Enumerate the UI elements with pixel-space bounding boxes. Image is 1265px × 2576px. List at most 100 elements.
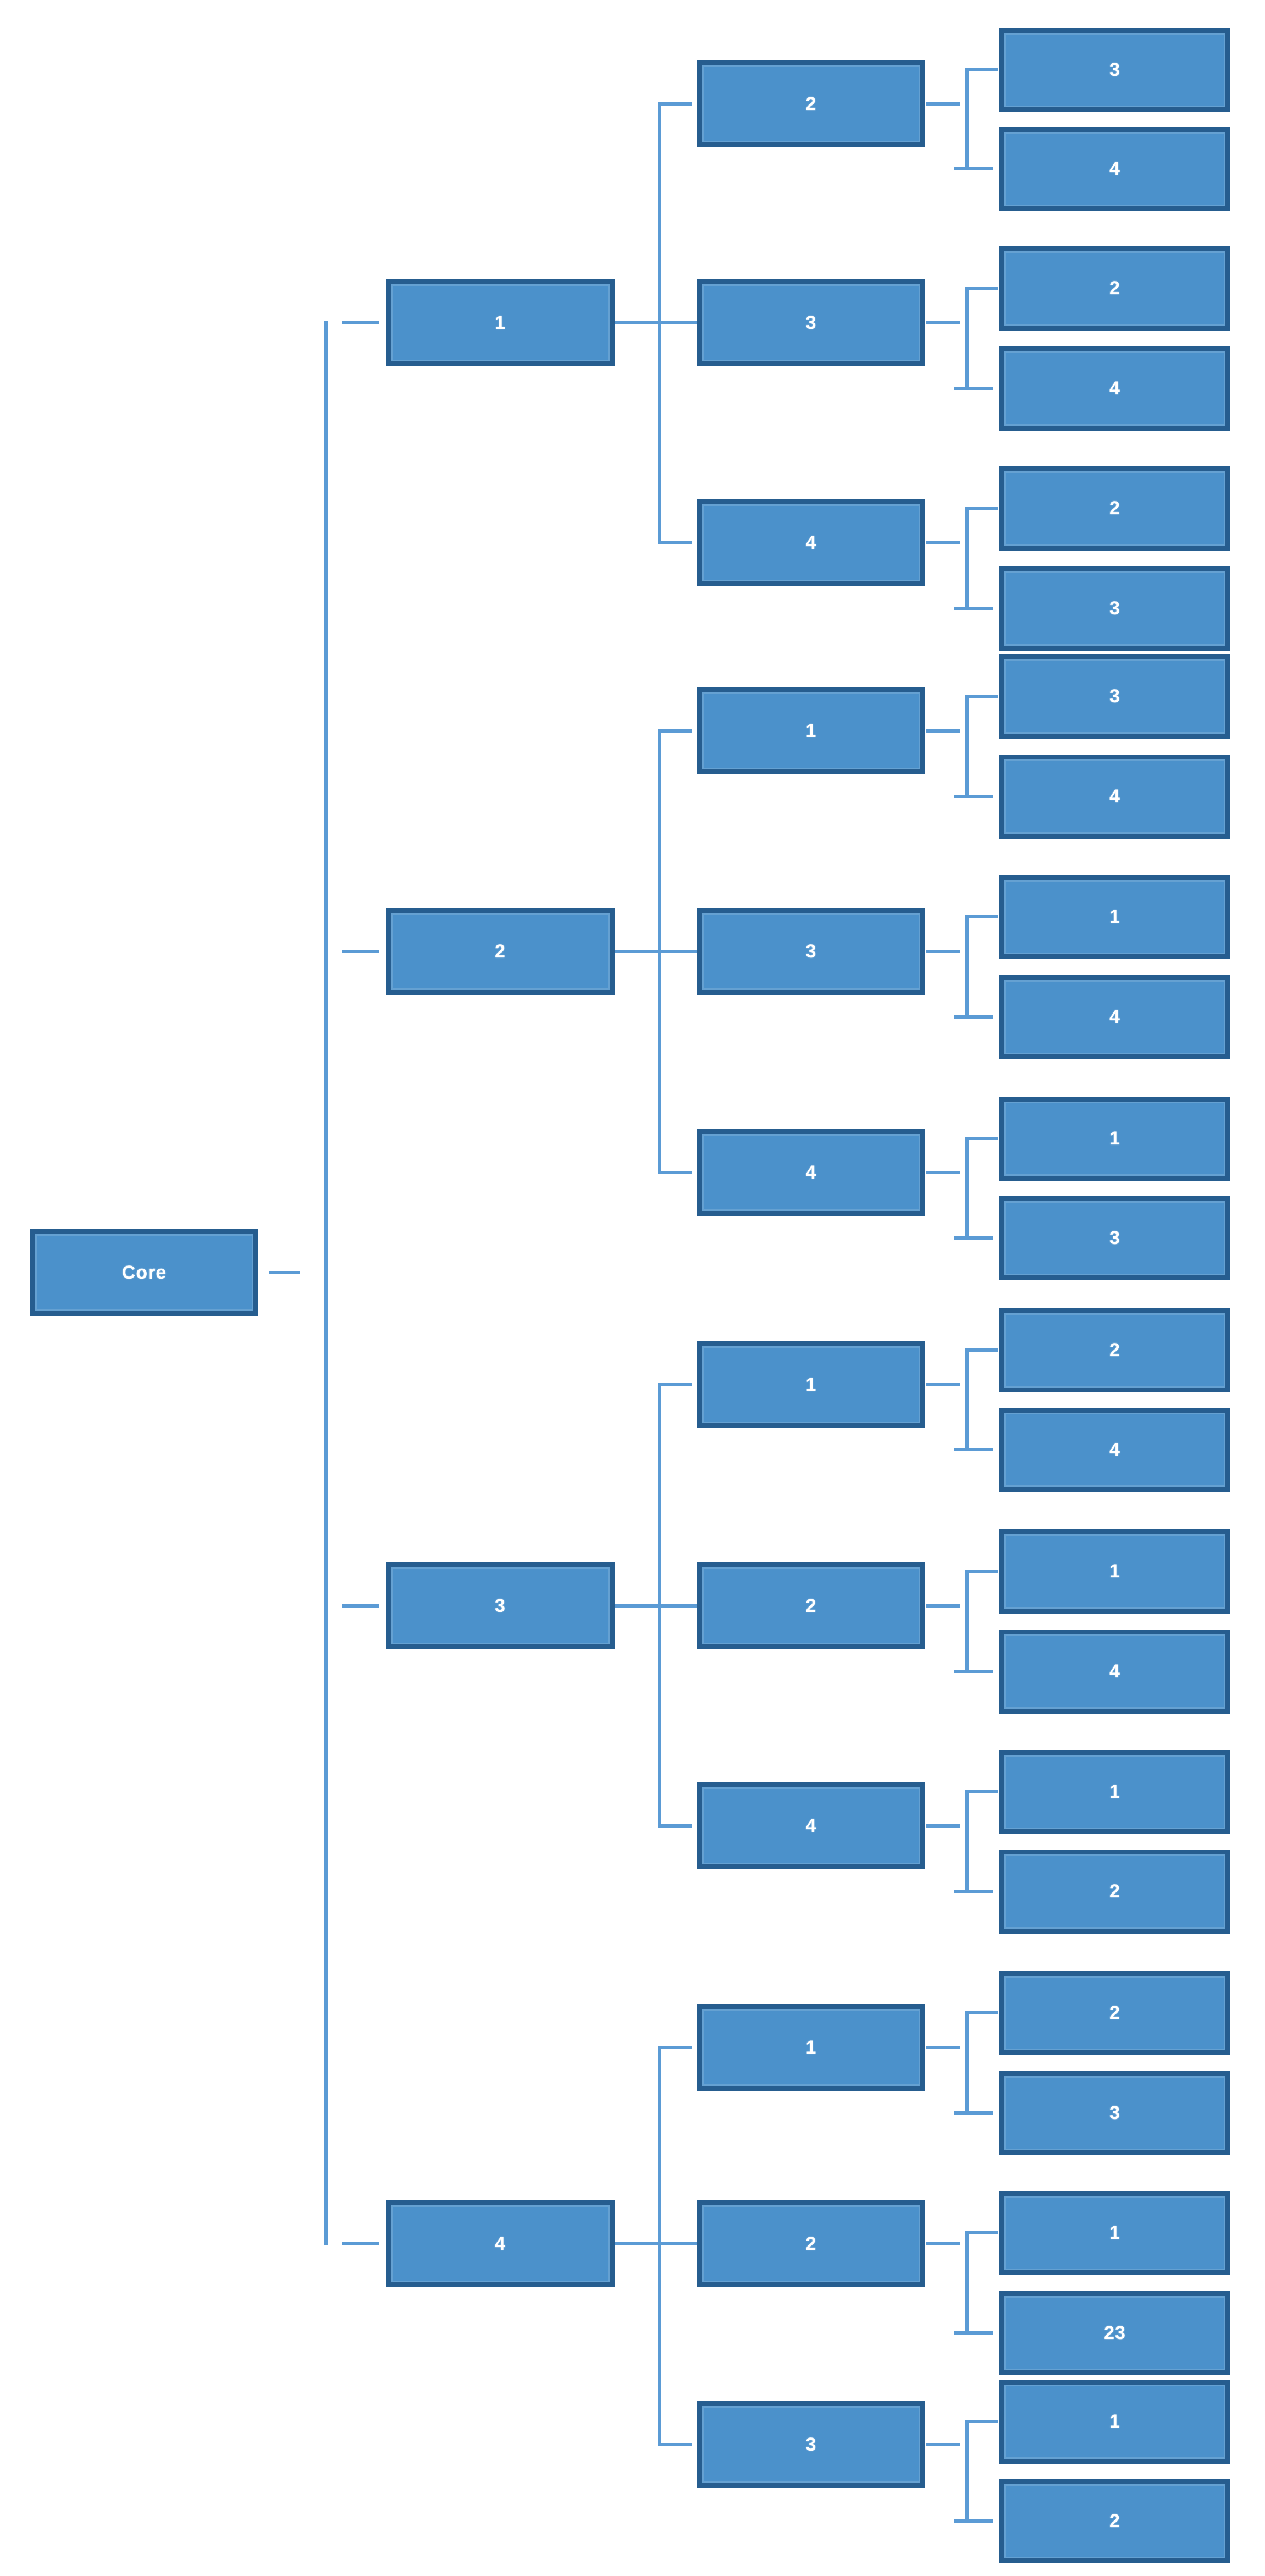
connector-leaf-stub-top-4-1 xyxy=(967,2011,998,2014)
connector-mid-trunk-4 xyxy=(658,2046,661,2446)
leaf-node-2-1-2[interactable]: 4 xyxy=(999,754,1230,839)
connector-leaf-trunk-1-1 xyxy=(965,68,969,170)
leaf-node-1-3-1[interactable]: 2 xyxy=(999,466,1230,551)
connector-leaf-trunk-2-1 xyxy=(965,695,969,798)
level3-node-3-3[interactable]: 4 xyxy=(697,1782,925,1869)
connector-leaf-dash-2-3 xyxy=(926,1171,960,1174)
connector-leaf-stub-top-1-2 xyxy=(967,287,998,290)
connector-leaf-trunk-3-2 xyxy=(965,1570,969,1673)
connector-mid-trunk-2 xyxy=(658,729,661,1174)
connector-leaf-stub-top-1-3 xyxy=(967,507,998,510)
connector-leaf-stub-bottom-3-3 xyxy=(954,1890,993,1893)
leaf-node-1-2-1[interactable]: 2 xyxy=(999,246,1230,331)
leaf-node-2-3-1[interactable]: 1 xyxy=(999,1096,1230,1181)
connector-mid-stub-bottom-3 xyxy=(660,1824,692,1828)
connector-leaf-stub-bottom-1-1 xyxy=(954,167,993,170)
leaf-node-3-1-2[interactable]: 4 xyxy=(999,1407,1230,1492)
level3-node-4-1[interactable]: 1 xyxy=(697,2004,925,2091)
connector-leaf-dash-3-2 xyxy=(926,1604,960,1608)
connector-mid-trunk-1 xyxy=(658,102,661,544)
connector-l2-stub-4 xyxy=(342,2242,379,2245)
connector-leaf-stub-top-3-2 xyxy=(967,1570,998,1573)
connector-leaf-dash-1-1 xyxy=(926,102,960,106)
connector-leaf-stub-top-2-3 xyxy=(967,1137,998,1140)
connector-mid-stub-top-4 xyxy=(660,2046,692,2049)
connector-leaf-stub-bottom-2-1 xyxy=(954,795,993,798)
connector-leaf-trunk-4-1 xyxy=(965,2011,969,2115)
leaf-node-3-2-2[interactable]: 4 xyxy=(999,1629,1230,1714)
connector-leaf-trunk-3-3 xyxy=(965,1790,969,1893)
level3-node-1-3[interactable]: 4 xyxy=(697,499,925,586)
level2-node-4[interactable]: 4 xyxy=(386,2200,615,2287)
connector-leaf-stub-top-2-2 xyxy=(967,915,998,918)
connector-leaf-dash-3-3 xyxy=(926,1824,960,1828)
leaf-node-1-1-1[interactable]: 3 xyxy=(999,27,1230,112)
level3-node-2-3[interactable]: 4 xyxy=(697,1129,925,1216)
connector-leaf-trunk-2-2 xyxy=(965,915,969,1019)
level3-node-3-1[interactable]: 1 xyxy=(697,1341,925,1428)
connector-leaf-stub-top-3-3 xyxy=(967,1790,998,1793)
leaf-node-2-1-1[interactable]: 3 xyxy=(999,654,1230,739)
connector-l2-to-children-3 xyxy=(615,1604,697,1608)
connector-leaf-dash-4-1 xyxy=(926,2046,960,2049)
level3-node-1-2[interactable]: 3 xyxy=(697,279,925,366)
connector-leaf-trunk-1-2 xyxy=(965,287,969,390)
level2-node-2[interactable]: 2 xyxy=(386,908,615,995)
level3-node-2-1[interactable]: 1 xyxy=(697,687,925,774)
leaf-node-3-3-1[interactable]: 1 xyxy=(999,1749,1230,1834)
leaf-node-4-1-2[interactable]: 3 xyxy=(999,2071,1230,2155)
connector-leaf-stub-bottom-1-3 xyxy=(954,607,993,610)
leaf-node-1-2-2[interactable]: 4 xyxy=(999,346,1230,431)
leaf-node-4-2-2[interactable]: 23 xyxy=(999,2291,1230,2375)
connector-leaf-stub-bottom-4-1 xyxy=(954,2111,993,2115)
connector-leaf-stub-bottom-2-3 xyxy=(954,1236,993,1240)
connector-leaf-dash-4-2 xyxy=(926,2242,960,2245)
connector-leaf-stub-bottom-4-2 xyxy=(954,2331,993,2335)
leaf-node-1-3-2[interactable]: 3 xyxy=(999,566,1230,651)
connector-mid-stub-top-3 xyxy=(660,1383,692,1386)
connector-leaf-dash-1-2 xyxy=(926,321,960,324)
level3-node-4-3[interactable]: 3 xyxy=(697,2401,925,2488)
connector-l2-to-children-1 xyxy=(615,321,697,324)
level3-node-1-1[interactable]: 2 xyxy=(697,60,925,147)
leaf-node-4-3-1[interactable]: 1 xyxy=(999,2379,1230,2464)
connector-leaf-stub-top-3-1 xyxy=(967,1348,998,1352)
level3-node-3-2[interactable]: 2 xyxy=(697,1562,925,1649)
connector-mid-stub-bottom-2 xyxy=(660,1171,692,1174)
level3-node-4-2[interactable]: 2 xyxy=(697,2200,925,2287)
connector-l2-stub-3 xyxy=(342,1604,379,1608)
connector-leaf-dash-2-2 xyxy=(926,950,960,953)
leaf-node-1-1-2[interactable]: 4 xyxy=(999,126,1230,211)
level3-node-2-2[interactable]: 3 xyxy=(697,908,925,995)
connector-leaf-stub-bottom-3-1 xyxy=(954,1448,993,1451)
connector-main-trunk xyxy=(324,321,328,2245)
connector-leaf-stub-top-4-3 xyxy=(967,2420,998,2423)
connector-leaf-trunk-1-3 xyxy=(965,507,969,610)
connector-l2-to-children-2 xyxy=(615,950,697,953)
leaf-node-4-1-1[interactable]: 2 xyxy=(999,1970,1230,2055)
connector-leaf-stub-bottom-2-2 xyxy=(954,1015,993,1019)
leaf-node-4-3-2[interactable]: 2 xyxy=(999,2479,1230,2563)
level2-node-3[interactable]: 3 xyxy=(386,1562,615,1649)
leaf-node-2-3-2[interactable]: 3 xyxy=(999,1196,1230,1280)
connector-mid-stub-top-2 xyxy=(660,729,692,733)
connector-leaf-stub-top-1-1 xyxy=(967,68,998,71)
leaf-node-3-1-1[interactable]: 2 xyxy=(999,1308,1230,1392)
connector-leaf-trunk-3-1 xyxy=(965,1348,969,1451)
leaf-node-3-3-2[interactable]: 2 xyxy=(999,1849,1230,1934)
leaf-node-2-2-1[interactable]: 1 xyxy=(999,874,1230,959)
connector-leaf-dash-2-1 xyxy=(926,729,960,733)
leaf-node-4-2-1[interactable]: 1 xyxy=(999,2190,1230,2275)
connector-leaf-dash-3-1 xyxy=(926,1383,960,1386)
root-node[interactable]: Core xyxy=(30,1229,258,1316)
connector-l2-stub-2 xyxy=(342,950,379,953)
level2-node-1[interactable]: 1 xyxy=(386,279,615,366)
connector-leaf-trunk-4-3 xyxy=(965,2420,969,2523)
connector-root-stub xyxy=(269,1271,300,1274)
leaf-node-2-2-2[interactable]: 4 xyxy=(999,975,1230,1059)
leaf-node-3-2-1[interactable]: 1 xyxy=(999,1529,1230,1614)
connector-leaf-stub-bottom-3-2 xyxy=(954,1670,993,1673)
connector-leaf-stub-bottom-1-2 xyxy=(954,387,993,390)
connector-leaf-dash-4-3 xyxy=(926,2443,960,2446)
